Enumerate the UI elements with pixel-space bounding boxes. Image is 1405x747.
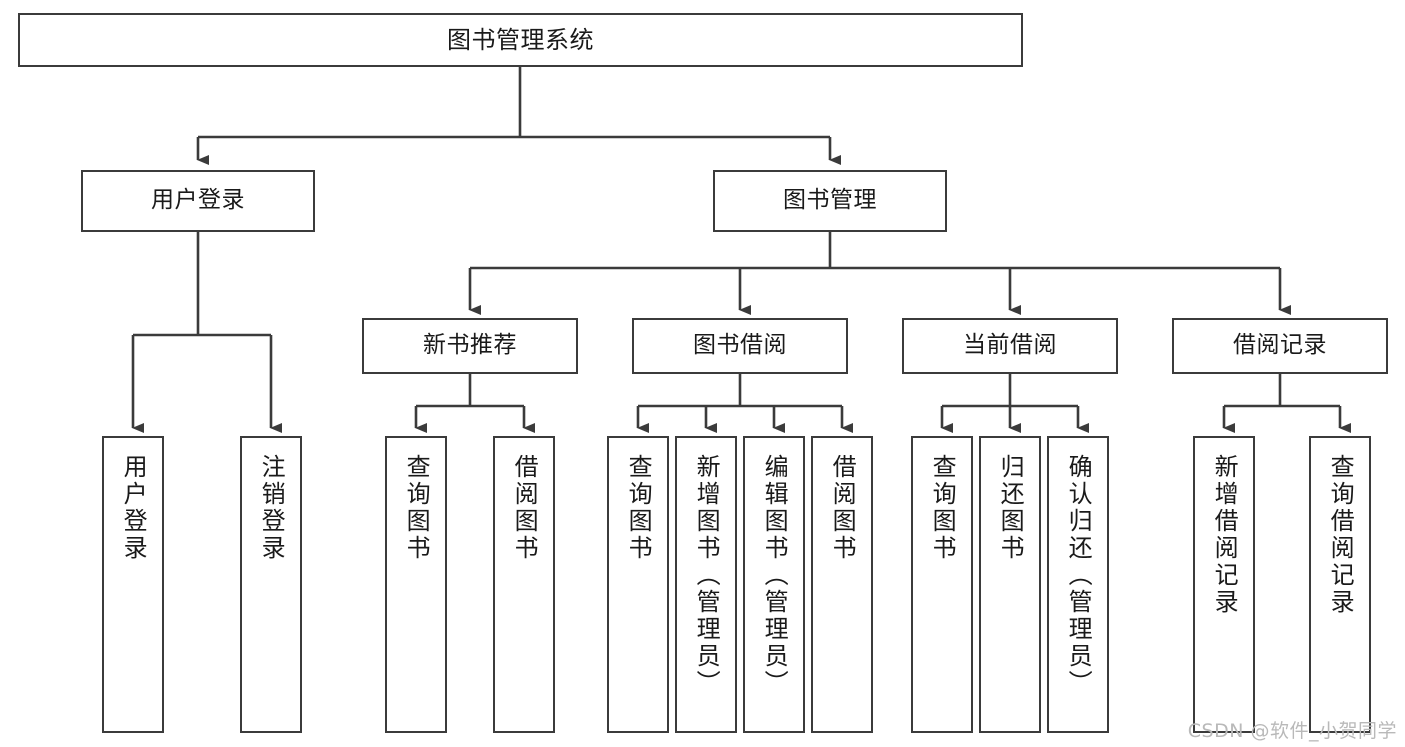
node-user-login[interactable]: 用户登录	[81, 170, 315, 232]
node-new-book-recommend[interactable]: 新书推荐	[362, 318, 578, 374]
node-label: 当前借阅	[963, 332, 1057, 359]
leaf-current-borrow-confirm-return-admin[interactable]: 确认归还（管理员）	[1047, 436, 1109, 733]
node-label: 新增借阅记录	[1210, 454, 1239, 616]
node-label: 编辑图书（管理员）	[760, 454, 789, 697]
node-borrow-record[interactable]: 借阅记录	[1172, 318, 1388, 374]
node-label: 归还图书	[996, 454, 1025, 562]
node-label: 图书借阅	[693, 332, 787, 359]
node-book-borrow[interactable]: 图书借阅	[632, 318, 848, 374]
node-label: 借阅记录	[1233, 332, 1327, 359]
node-current-borrow[interactable]: 当前借阅	[902, 318, 1118, 374]
leaf-book-borrow-add-book-admin[interactable]: 新增图书（管理员）	[675, 436, 737, 733]
node-label: 查询图书	[928, 454, 957, 562]
node-label: 注销登录	[257, 454, 286, 562]
leaf-borrow-record-add-record[interactable]: 新增借阅记录	[1193, 436, 1255, 733]
leaf-new-book-borrow-book[interactable]: 借阅图书	[493, 436, 555, 733]
node-label: 借阅图书	[828, 454, 857, 562]
leaf-current-borrow-query-book[interactable]: 查询图书	[911, 436, 973, 733]
node-label: 新增图书（管理员）	[692, 454, 721, 697]
node-label: 查询借阅记录	[1326, 454, 1355, 616]
leaf-user-login-logout[interactable]: 注销登录	[240, 436, 302, 733]
node-label: 确认归还（管理员）	[1064, 454, 1093, 697]
node-label: 用户登录	[119, 454, 148, 562]
node-book-management[interactable]: 图书管理	[713, 170, 947, 232]
node-label: 借阅图书	[510, 454, 539, 562]
node-label: 用户登录	[151, 187, 245, 214]
leaf-borrow-record-query-record[interactable]: 查询借阅记录	[1309, 436, 1371, 733]
leaf-current-borrow-return-book[interactable]: 归还图书	[979, 436, 1041, 733]
node-label: 查询图书	[624, 454, 653, 562]
node-label: 图书管理系统	[447, 25, 594, 54]
node-root-book-management-system[interactable]: 图书管理系统	[18, 13, 1023, 67]
leaf-book-borrow-borrow-book[interactable]: 借阅图书	[811, 436, 873, 733]
leaf-book-borrow-query-book[interactable]: 查询图书	[607, 436, 669, 733]
csdn-watermark: CSDN @软件_小贺同学	[1187, 720, 1397, 742]
node-label: 图书管理	[783, 187, 877, 214]
leaf-new-book-query-book[interactable]: 查询图书	[385, 436, 447, 733]
node-label: 新书推荐	[423, 332, 517, 359]
leaf-book-borrow-edit-book-admin[interactable]: 编辑图书（管理员）	[743, 436, 805, 733]
leaf-user-login-login[interactable]: 用户登录	[102, 436, 164, 733]
node-label: 查询图书	[402, 454, 431, 562]
